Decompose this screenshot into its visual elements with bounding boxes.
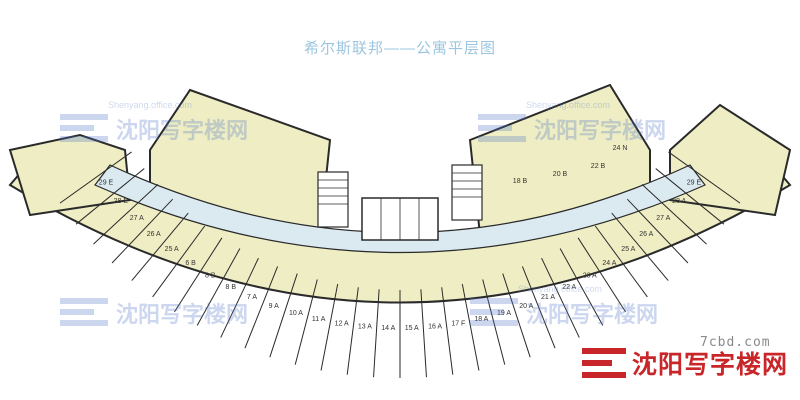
unit-label: 9 A — [269, 303, 279, 310]
unit-wall — [346, 287, 359, 375]
unit-wall — [75, 168, 145, 225]
brand-name: 沈阳写字楼网 — [632, 351, 789, 379]
right-end-wing — [669, 103, 792, 217]
unit-label: 17 F — [451, 320, 465, 327]
unit-label: 10 A — [289, 310, 303, 317]
unit-wall — [594, 225, 648, 298]
unit-wall — [196, 248, 241, 326]
unit-wall — [244, 266, 279, 349]
unit-label: 15 A — [405, 325, 419, 332]
unit-labels: 29 E 28 E 27 A 26 A 25 A 6 B 8 B 8 B 7 A 9 A 10 A 1… — [99, 145, 702, 332]
unit-wall — [626, 198, 689, 264]
unit-wall — [59, 151, 132, 204]
site-domain: 7cbd.com — [700, 335, 771, 350]
unit-wall — [655, 168, 725, 225]
unit-label: 22 A — [562, 284, 576, 291]
unit-wall — [111, 198, 174, 264]
unit-wall — [320, 283, 339, 371]
unit-wall — [294, 279, 318, 365]
unit-label: 19 A — [497, 310, 511, 317]
watermark-bottom-left: 沈阳写字楼网 — [60, 296, 248, 330]
unit-wall — [641, 183, 707, 245]
unit-wall — [541, 257, 580, 338]
corridor — [94, 164, 706, 254]
unit-wall — [152, 225, 206, 298]
brand-logo[interactable]: 沈阳写字楼网 — [582, 345, 788, 381]
watermark-bottom-right: 沈阳写字楼网 Shenyang.office.com — [470, 284, 658, 330]
unit-wall — [502, 273, 531, 358]
unit-label: 8 B — [226, 284, 237, 291]
unit-wall — [220, 257, 259, 338]
unit-wall — [611, 212, 669, 281]
unit-wall — [559, 248, 604, 326]
unit-wall — [441, 287, 454, 375]
unit-label: 13 A — [358, 323, 372, 330]
unit-label: 16 A — [428, 323, 442, 330]
unit-wall — [420, 289, 427, 378]
unit-label: 28 A — [672, 198, 686, 205]
unit-wall — [461, 283, 480, 371]
unit-label: 14 A — [381, 325, 395, 332]
unit-wall — [174, 237, 223, 313]
unit-label: 20 A — [519, 303, 533, 310]
unit-label: 26 A — [147, 231, 161, 238]
stair-left — [317, 171, 349, 228]
unit-wall — [668, 151, 741, 204]
unit-label: 25 A — [165, 246, 179, 253]
unit-wall — [269, 273, 298, 358]
unit-label: 24 A — [602, 260, 616, 267]
unit-wall — [577, 237, 626, 313]
unit-label: 25 A — [621, 246, 635, 253]
unit-wall — [131, 212, 189, 281]
unit-label: 29 E — [99, 180, 114, 187]
unit-label: 22 B — [591, 163, 606, 170]
unit-label: 27 A — [130, 215, 144, 222]
unit-wall — [373, 289, 380, 378]
unit-label: 21 A — [541, 294, 555, 301]
unit-label: 18 A — [474, 316, 488, 323]
unit-wall — [482, 279, 506, 365]
unit-label: 7 A — [247, 294, 257, 301]
stair-right — [451, 164, 483, 221]
unit-label: 8 B — [205, 273, 216, 280]
unit-label: 20 B — [553, 171, 568, 178]
unit-label: 11 A — [312, 316, 326, 323]
unit-label: 23 A — [583, 273, 597, 280]
unit-partitions — [59, 151, 741, 378]
unit-label: 27 A — [656, 215, 670, 222]
unit-label: 12 A — [335, 320, 349, 327]
watermark-top-left: 沈阳写字楼网 Shenyang.office.com — [60, 100, 248, 146]
unit-label: 29 E — [687, 180, 702, 187]
unit-label: 6 B — [185, 260, 196, 267]
unit-wall — [93, 183, 159, 245]
watermark-top-right: 沈阳写字楼网 Shenyang.office.com — [478, 100, 666, 146]
unit-label: 18 B — [513, 178, 528, 185]
page-title: 希尔斯联邦——公寓平层图 — [303, 40, 496, 57]
unit-label: 24 N — [613, 145, 628, 152]
unit-label: 28 E — [114, 198, 129, 205]
unit-wall — [521, 266, 556, 349]
unit-label: 26 A — [639, 231, 653, 238]
brand-mark-icon — [582, 347, 626, 379]
